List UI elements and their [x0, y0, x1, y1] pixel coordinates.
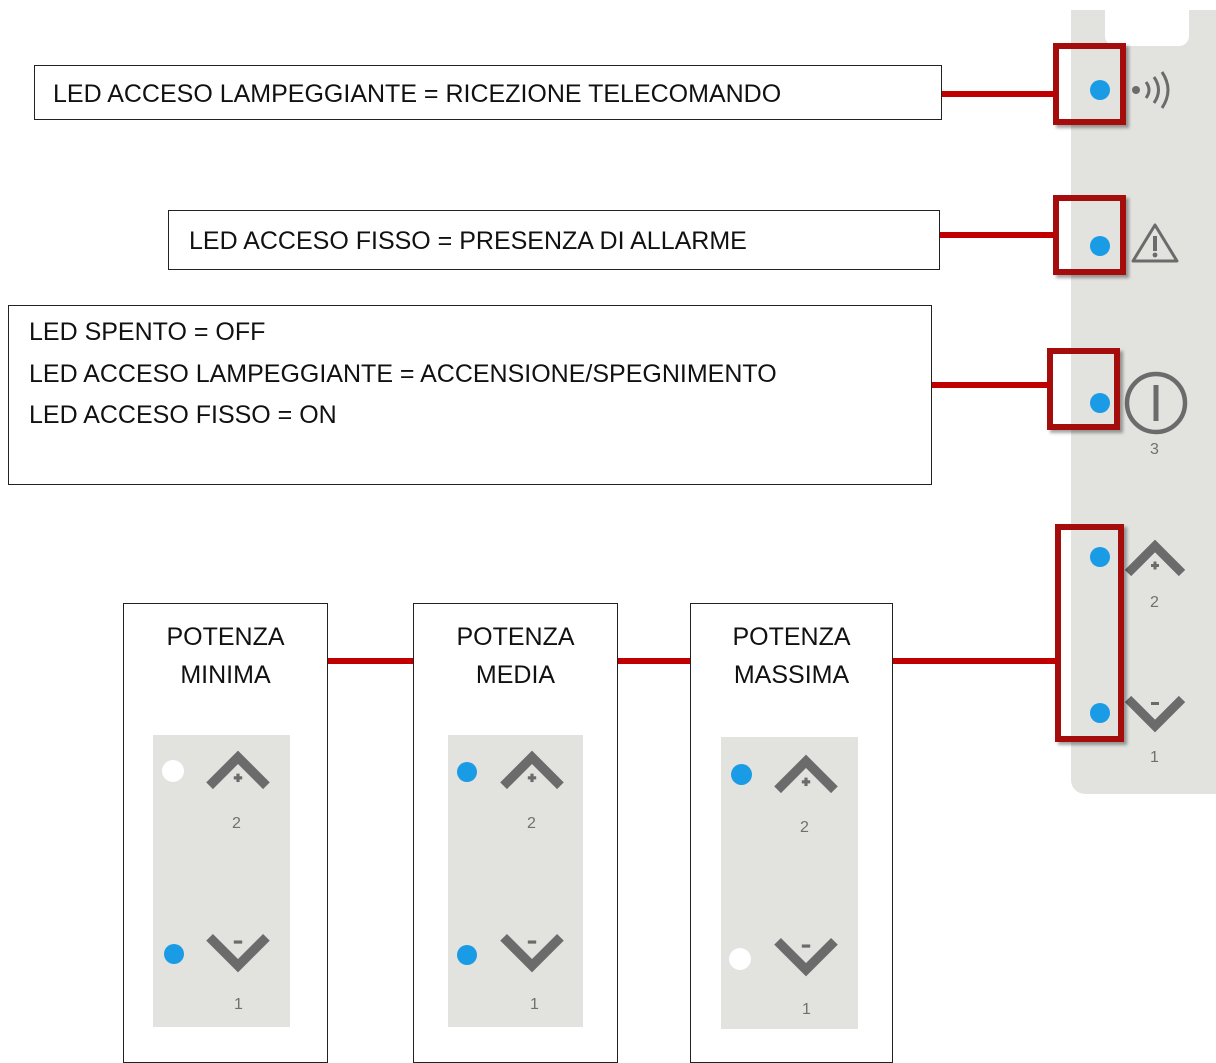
mini-up-number: 2 — [800, 819, 809, 836]
up-led — [1090, 547, 1110, 567]
remote-connector — [941, 91, 1055, 97]
down-number: 1 — [1150, 749, 1159, 766]
power-level-title-2: MEDIA — [475, 661, 556, 689]
up-arrow-icon — [774, 754, 838, 794]
power-note-box: LED SPENTO = OFF LED ACCESO LAMPEGGIANTE… — [8, 305, 932, 485]
mini-down-number: 1 — [530, 996, 539, 1013]
mini-up-led — [457, 762, 477, 782]
power-level-title-1: POTENZA — [456, 623, 575, 651]
remote-note: LED ACCESO LAMPEGGIANTE = RICEZIONE TELE… — [53, 80, 782, 108]
remote-led-highlight — [1053, 43, 1126, 125]
alarm-note-box: LED ACCESO FISSO = PRESENZA DI ALLARME — [168, 210, 940, 270]
power-level-med: POTENZA MEDIA 2 1 — [413, 603, 618, 1063]
mini-down-number: 1 — [802, 1001, 811, 1018]
level-connector-3 — [892, 658, 1057, 664]
level-connector-1 — [326, 658, 414, 664]
mini-down-led — [164, 944, 184, 964]
mini-down-number: 1 — [234, 996, 243, 1013]
power-connector — [931, 382, 1049, 388]
mini-panel: 2 1 — [153, 735, 290, 1027]
alarm-connector — [939, 232, 1055, 238]
mini-down-led — [457, 945, 477, 965]
alarm-note: LED ACCESO FISSO = PRESENZA DI ALLARME — [189, 227, 747, 255]
up-arrow-icon — [206, 750, 270, 790]
mini-panel: 2 1 — [721, 737, 858, 1029]
power-led-highlight — [1047, 348, 1120, 430]
signal-icon — [1132, 71, 1170, 109]
power-level-led-highlight — [1055, 524, 1124, 742]
alarm-led — [1090, 236, 1110, 256]
power-led — [1090, 393, 1110, 413]
mini-up-led — [162, 760, 184, 782]
remote-led — [1090, 80, 1110, 100]
up-number: 2 — [1150, 594, 1159, 611]
power-icon[interactable] — [1123, 370, 1189, 436]
up-arrow-icon[interactable] — [1124, 539, 1186, 578]
power-note-line-3: LED ACCESO FISSO = ON — [29, 401, 337, 429]
power-level-min: POTENZA MINIMA 2 1 — [123, 603, 328, 1063]
panel-notch — [1105, 0, 1189, 46]
power-level-max: POTENZA MASSIMA 2 1 — [690, 603, 893, 1063]
mini-up-number: 2 — [232, 815, 241, 832]
down-arrow-icon — [206, 933, 270, 973]
mini-panel: 2 1 — [448, 735, 583, 1027]
power-level-title-1: POTENZA — [166, 623, 285, 651]
up-arrow-icon — [500, 750, 564, 790]
power-level-title-2: MASSIMA — [733, 661, 850, 689]
warning-icon — [1131, 223, 1179, 263]
mini-up-number: 2 — [527, 815, 536, 832]
down-arrow-icon — [774, 937, 838, 977]
power-level-title-2: MINIMA — [180, 661, 271, 689]
remote-note-box: LED ACCESO LAMPEGGIANTE = RICEZIONE TELE… — [34, 65, 942, 120]
level-connector-2 — [616, 658, 691, 664]
down-led — [1090, 703, 1110, 723]
power-note-line-2: LED ACCESO LAMPEGGIANTE = ACCENSIONE/SPE… — [29, 360, 777, 388]
power-level-title-1: POTENZA — [732, 623, 851, 651]
alarm-led-highlight — [1053, 195, 1126, 275]
power-note-line-1: LED SPENTO = OFF — [29, 318, 266, 346]
mini-up-led — [731, 764, 752, 785]
mini-down-led — [729, 948, 751, 970]
down-arrow-icon — [500, 933, 564, 973]
power-number: 3 — [1150, 441, 1159, 458]
down-arrow-icon[interactable] — [1124, 693, 1186, 733]
